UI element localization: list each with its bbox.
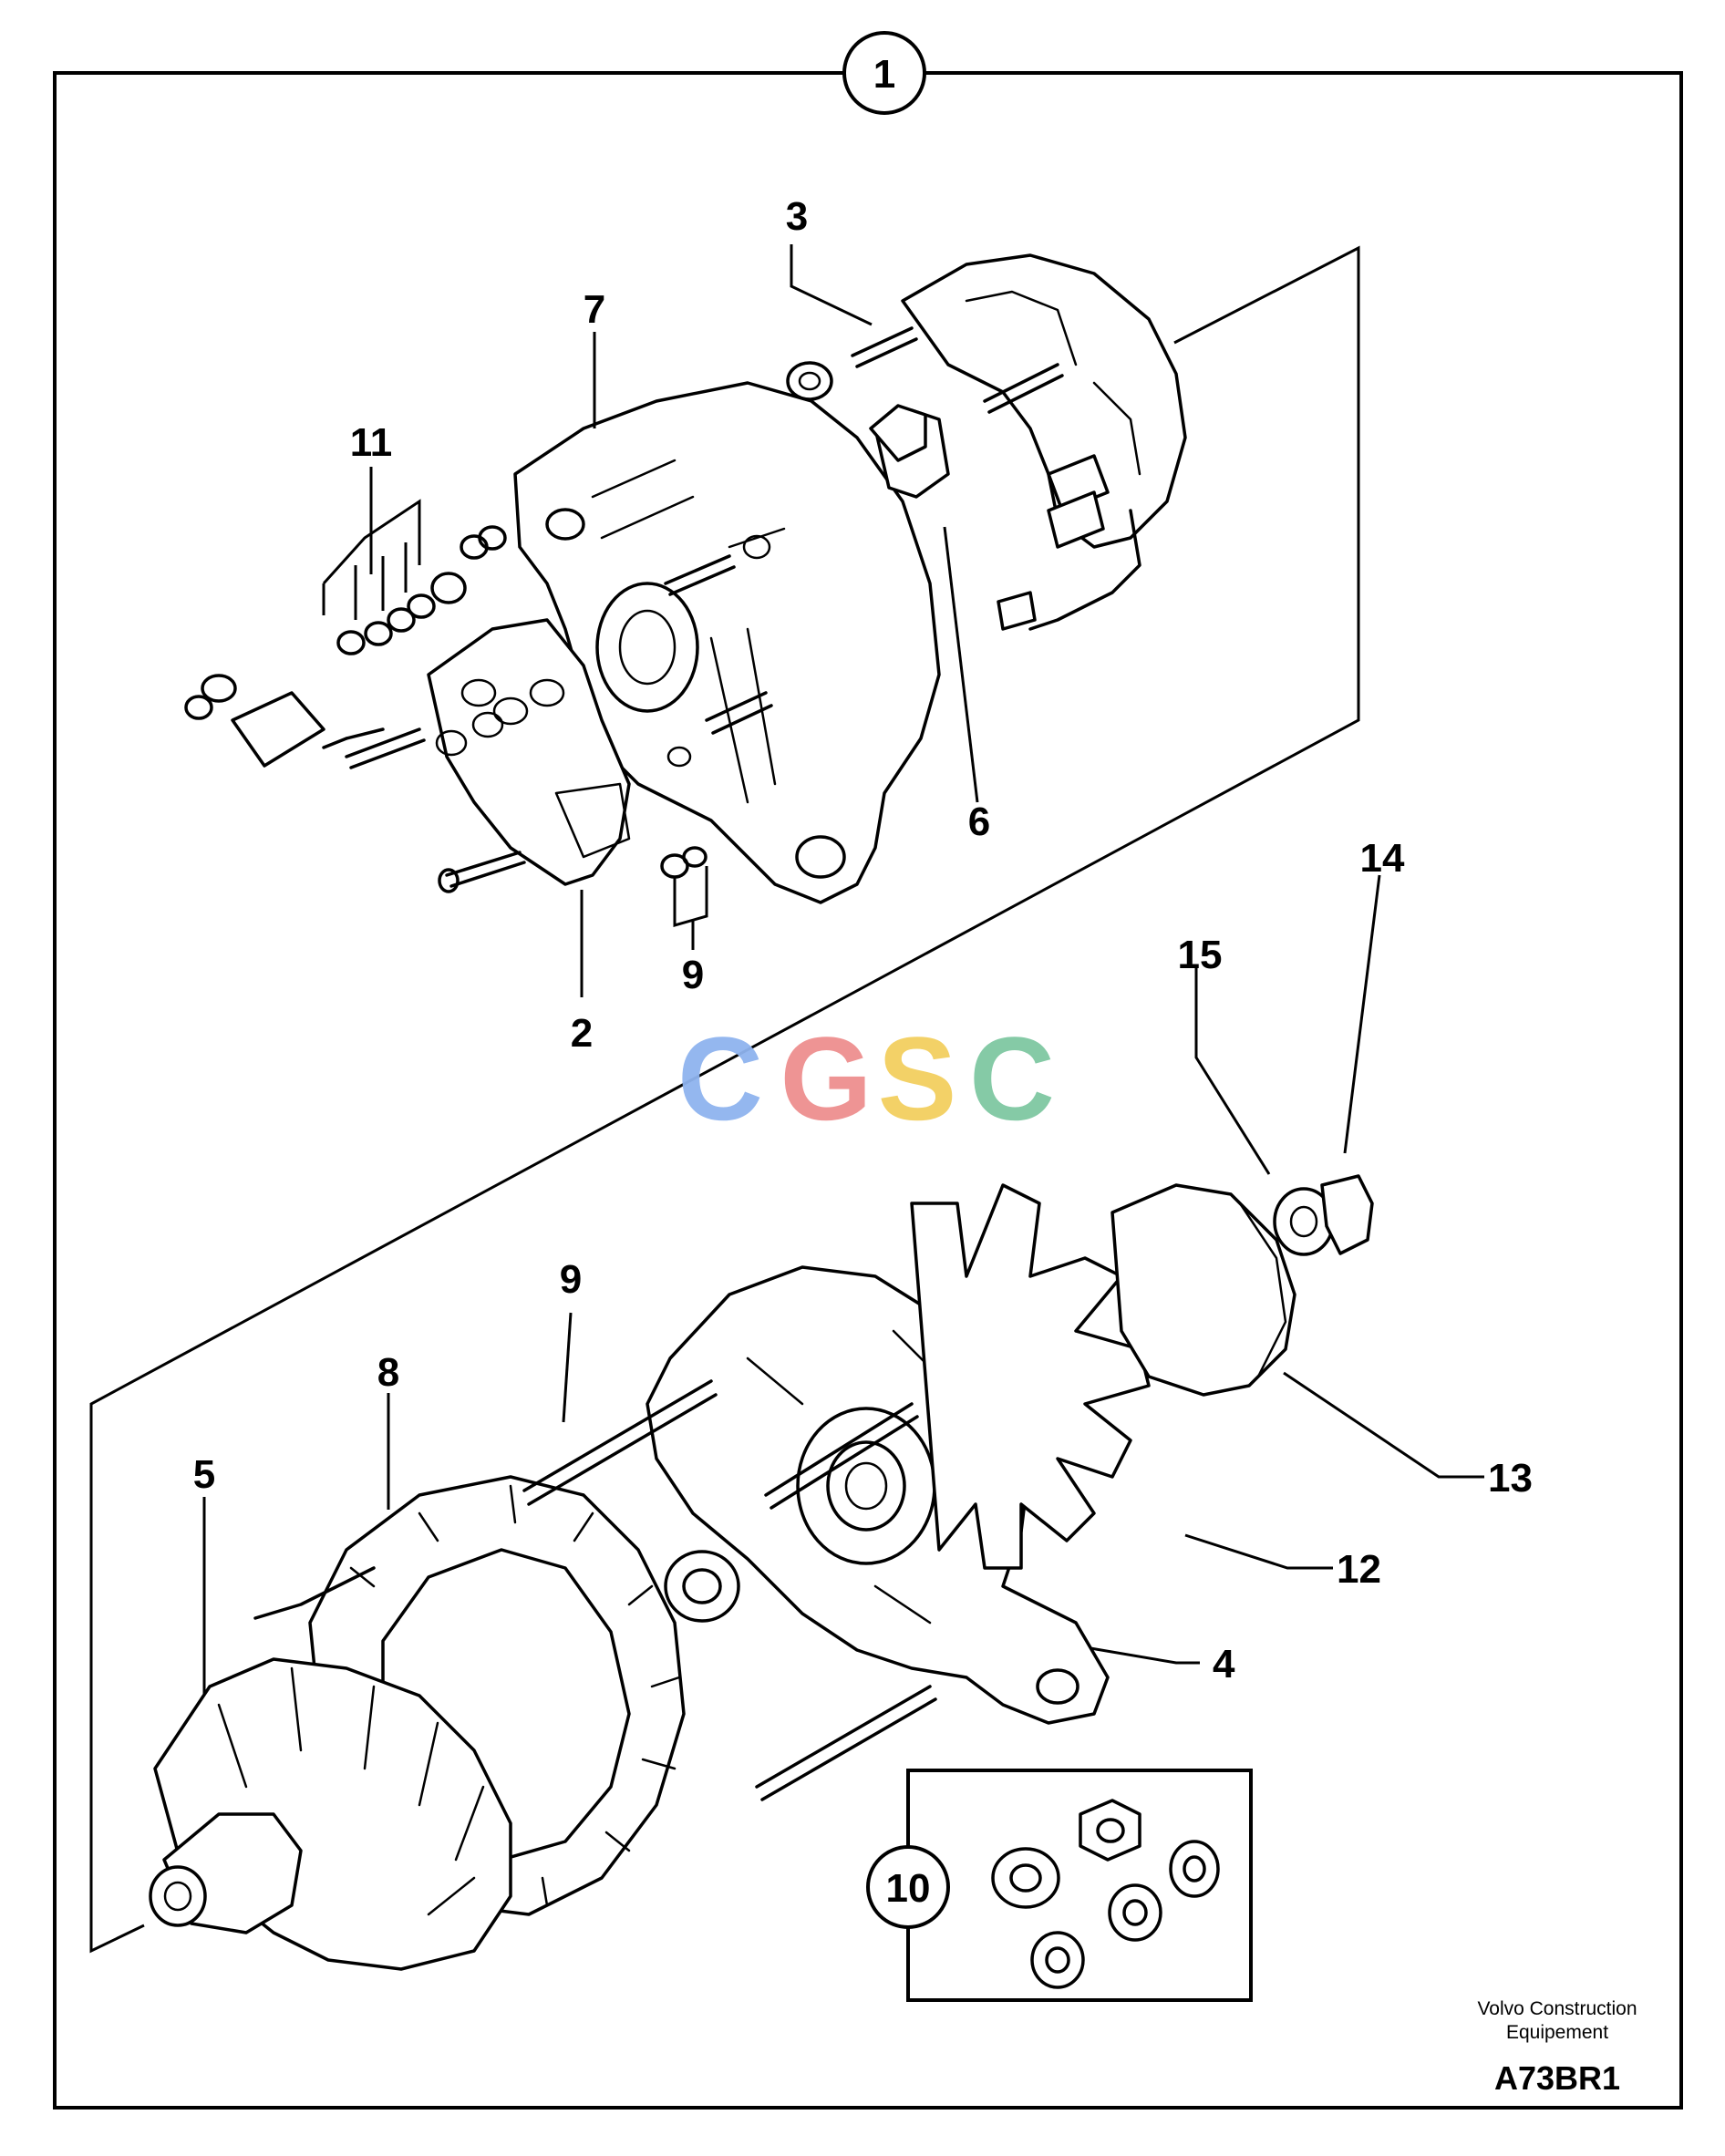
callout-2: 2 [571, 1011, 593, 1056]
callout-7: 7 [584, 287, 605, 332]
callout-3: 3 [786, 194, 808, 239]
watermark-letter-3: S [878, 1012, 957, 1145]
fastener-stack-11 [322, 499, 507, 655]
watermark-letter-2: G [780, 1012, 872, 1145]
callout-11: 11 [350, 420, 393, 465]
leader-lines [202, 244, 1484, 1696]
figure-code: A73BR1 [1494, 2059, 1620, 2097]
regulator-brush-holder-illustration [786, 253, 1187, 631]
credit-line-1: Volvo Construction [1477, 1998, 1637, 2019]
watermark-letter-1: C [677, 1012, 763, 1145]
group-label-text: 1 [873, 52, 895, 97]
callout-6: 6 [968, 799, 990, 844]
capacitor-illustration [184, 674, 426, 769]
callout-5: 5 [193, 1452, 215, 1497]
callout-12: 12 [1337, 1547, 1381, 1592]
rotor-5-illustration [149, 1657, 512, 1971]
credit-line-2: Equipement [1506, 2022, 1608, 2043]
rectifier-plate-illustration [427, 618, 631, 893]
screw-9-upper-illustration [660, 846, 708, 927]
group-label: 1 [842, 31, 926, 115]
callout-4: 4 [1213, 1642, 1235, 1687]
callout-8: 8 [377, 1350, 399, 1395]
through-bolts-9-illustration [522, 1379, 937, 1801]
callout-13: 13 [1488, 1456, 1533, 1501]
fan-pulley-illustration [910, 1174, 1374, 1570]
ring-bearing-illustration [664, 1550, 740, 1623]
hardware-kit-illustration [991, 1799, 1220, 1989]
callout-9-lower: 9 [560, 1257, 582, 1302]
callout-10: 10 [886, 1866, 931, 1911]
callout-15: 15 [1178, 933, 1223, 977]
watermark-logo: C G S C [677, 1012, 1055, 1145]
rear-housing-illustration [513, 381, 941, 904]
bearing-6-illustration [869, 404, 950, 499]
watermark-letter-4: C [969, 1012, 1055, 1145]
callout-14: 14 [1360, 836, 1405, 881]
upper-assembly-bracket [89, 245, 1360, 1954]
callout-9-upper: 9 [682, 953, 704, 997]
callout-10-badge: 10 [866, 1845, 950, 1929]
